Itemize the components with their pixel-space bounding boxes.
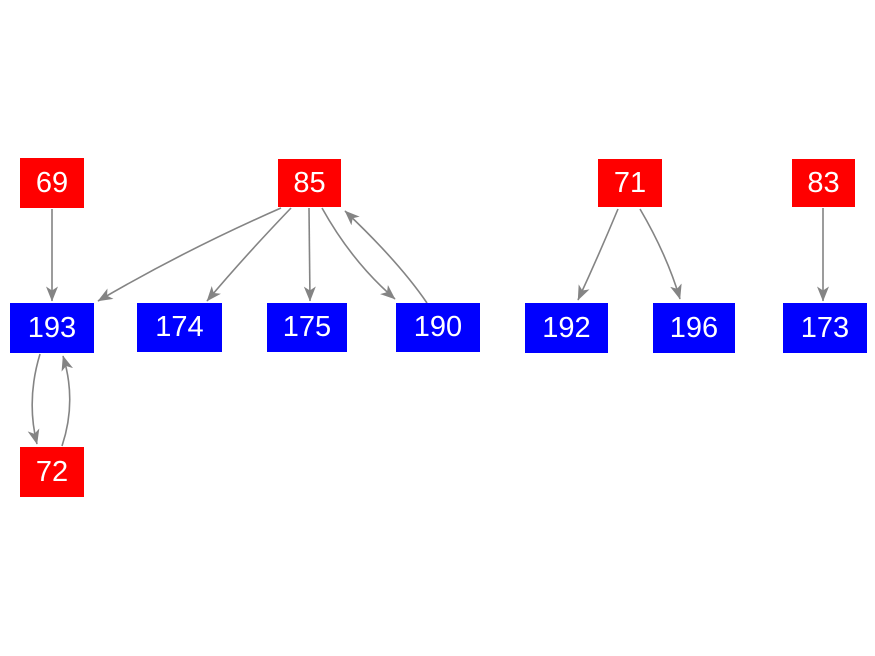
node-192[interactable]: 192 xyxy=(525,303,608,353)
node-174[interactable]: 174 xyxy=(137,303,222,352)
node-175[interactable]: 175 xyxy=(267,303,347,352)
node-190[interactable]: 190 xyxy=(396,303,480,352)
node-196[interactable]: 196 xyxy=(653,303,735,353)
node-85[interactable]: 85 xyxy=(278,159,341,207)
node-193[interactable]: 193 xyxy=(10,303,94,353)
node-83[interactable]: 83 xyxy=(792,159,855,207)
node-173[interactable]: 173 xyxy=(783,303,867,353)
node-72[interactable]: 72 xyxy=(20,447,84,497)
node-71[interactable]: 71 xyxy=(598,159,662,207)
node-69[interactable]: 69 xyxy=(20,158,84,208)
